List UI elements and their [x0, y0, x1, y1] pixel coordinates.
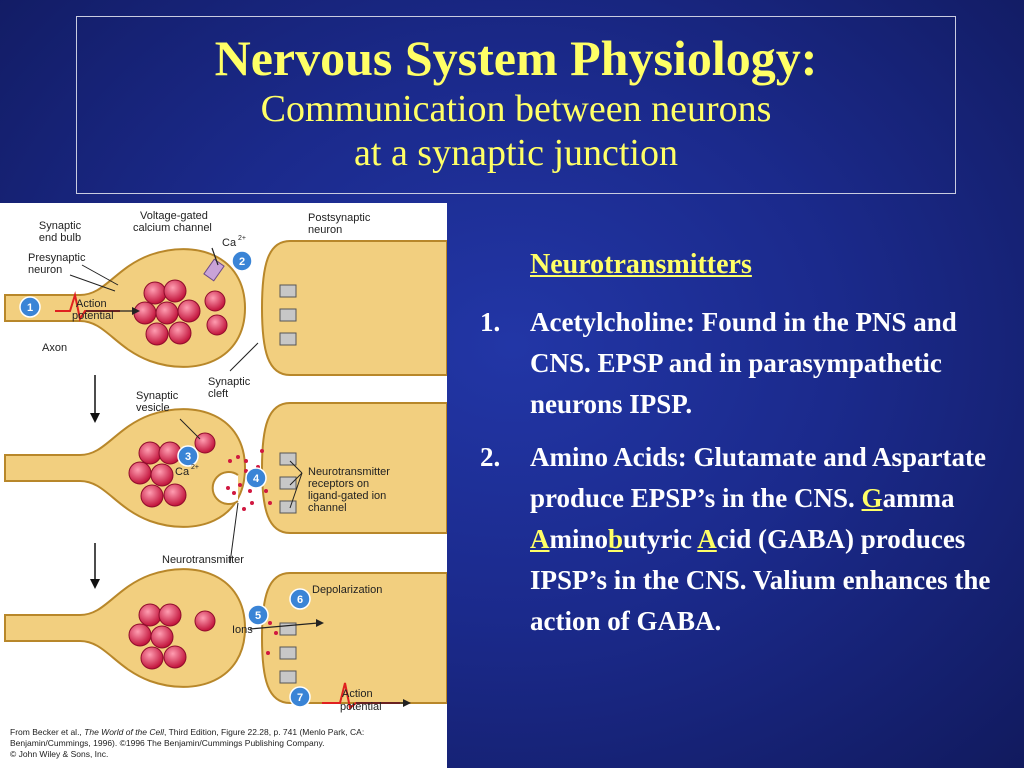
- receptor-channels-1: [279, 284, 297, 346]
- label-calcium: Ca: [175, 466, 190, 478]
- label-ions: Ions: [232, 624, 253, 636]
- label-presynaptic-neuron: neuron: [28, 264, 62, 276]
- label-nt-receptors: Neurotransmitter: [308, 466, 390, 478]
- step-3-badge: 3: [177, 445, 199, 467]
- receptor-channels-3: [279, 622, 297, 684]
- label-voltage-gated-channel: calcium channel: [133, 222, 212, 234]
- postsynaptic-neuron-2: [260, 402, 447, 534]
- list-item: 1. Acetylcholine: Found in the PNS and C…: [480, 302, 1020, 425]
- step-1-badge: 1: [19, 296, 41, 318]
- vesicle-cluster-2: [128, 432, 216, 508]
- step-6-badge: 6: [289, 588, 311, 610]
- label-calcium-charge: 2+: [191, 464, 199, 471]
- list-text: Acetylcholine: Found in the PNS and CNS.…: [530, 307, 957, 419]
- step-2-badge: 2: [231, 250, 253, 272]
- label-calcium-charge: 2+: [238, 235, 246, 242]
- credit-book-title: The World of the Cell: [84, 727, 165, 737]
- step-number: 5: [255, 610, 261, 622]
- neurotransmitter-list: 1. Acetylcholine: Found in the PNS and C…: [480, 302, 1020, 642]
- step-number: 7: [297, 692, 303, 704]
- vesicle-cluster-3: [128, 603, 216, 670]
- label-postsynaptic-neuron: Postsynaptic: [308, 212, 371, 224]
- label-calcium: Ca: [222, 237, 237, 249]
- label-synaptic-end-bulb: end bulb: [39, 232, 81, 244]
- text-segment: mino: [549, 524, 609, 554]
- acronym-letter: A: [697, 524, 717, 554]
- step-5-badge: 5: [247, 604, 269, 626]
- label-action-potential: Action: [342, 688, 373, 700]
- step-number: 6: [297, 594, 303, 606]
- panel-1: [4, 240, 447, 376]
- label-synaptic-cleft: cleft: [208, 388, 228, 400]
- text-segment: cid (GABA) produces IPSP’s in the CNS. V…: [530, 524, 991, 636]
- label-nt-receptors: receptors on: [308, 478, 369, 490]
- postsynaptic-neuron-1: [260, 240, 447, 376]
- fusing-vesicle: [211, 471, 239, 505]
- slide-subtitle-line1: Communication between neurons: [260, 88, 772, 130]
- text-segment: Amino Acids: Glutamate and Aspartate pro…: [530, 442, 987, 513]
- list-number: 2.: [480, 442, 501, 472]
- label-neurotransmitter: Neurotransmitter: [162, 554, 244, 566]
- label-synaptic-vesicle: Synaptic: [136, 390, 179, 402]
- receptor-channels-2: [279, 452, 297, 514]
- label-synaptic-vesicle: vesicle: [136, 402, 170, 414]
- label-action-potential: potential: [72, 310, 114, 322]
- label-voltage-gated-channel: Voltage-gated: [140, 210, 208, 222]
- credit-text: , Third Edition, Figure 22.28, p. 741 (M…: [10, 727, 365, 748]
- section-heading: Neurotransmitters: [530, 249, 752, 280]
- acronym-letter: A: [530, 524, 550, 554]
- label-nt-receptors: channel: [308, 502, 347, 514]
- text-segment: amma: [882, 483, 955, 513]
- label-axon: Axon: [42, 342, 67, 354]
- slide-title: Nervous System Physiology:: [214, 30, 818, 86]
- content-column: Neurotransmitters 1. Acetylcholine: Foun…: [480, 248, 1020, 654]
- step-number: 1: [27, 302, 33, 314]
- label-synaptic-end-bulb: Synaptic: [39, 220, 82, 232]
- list-number: 1.: [480, 307, 501, 337]
- label-action-potential: Action: [76, 298, 107, 310]
- calcium-channel: [203, 258, 225, 282]
- step-7-badge: 7: [289, 686, 311, 708]
- label-nt-receptors: ligand-gated ion: [308, 490, 386, 502]
- step-number: 3: [185, 451, 191, 463]
- step-number: 2: [239, 256, 245, 268]
- slide-subtitle-line2: at a synaptic junction: [354, 132, 678, 174]
- acronym-letter: G: [861, 483, 883, 513]
- label-postsynaptic-neuron: neuron: [308, 224, 342, 236]
- list-text: Amino Acids: Glutamate and Aspartate pro…: [530, 437, 1020, 642]
- step-4-badge: 4: [245, 467, 267, 489]
- synapse-diagram: 1 2 Synaptic end bulb Presynaptic neuron…: [4, 210, 447, 713]
- panel-2: [4, 402, 447, 564]
- title-box: Nervous System Physiology: Communication…: [76, 16, 956, 194]
- label-synaptic-cleft: Synaptic: [208, 376, 251, 388]
- label-action-potential: potential: [340, 701, 382, 713]
- step-number: 4: [253, 473, 260, 485]
- presynaptic-terminal-2: [4, 408, 247, 528]
- credit-text: From Becker et al.,: [10, 727, 85, 737]
- figure-credit: From Becker et al., The World of the Cel…: [10, 727, 440, 760]
- credit-copyright: © John Wiley & Sons, Inc.: [10, 749, 109, 759]
- acronym-letter: b: [608, 524, 624, 554]
- label-depolarization: Depolarization: [312, 584, 382, 596]
- synapse-figure: 1 2 Synaptic end bulb Presynaptic neuron…: [0, 203, 447, 768]
- list-item: 2. Amino Acids: Glutamate and Aspartate …: [480, 437, 1020, 642]
- label-presynaptic-neuron: Presynaptic: [28, 252, 86, 264]
- text-segment: utyric: [623, 524, 698, 554]
